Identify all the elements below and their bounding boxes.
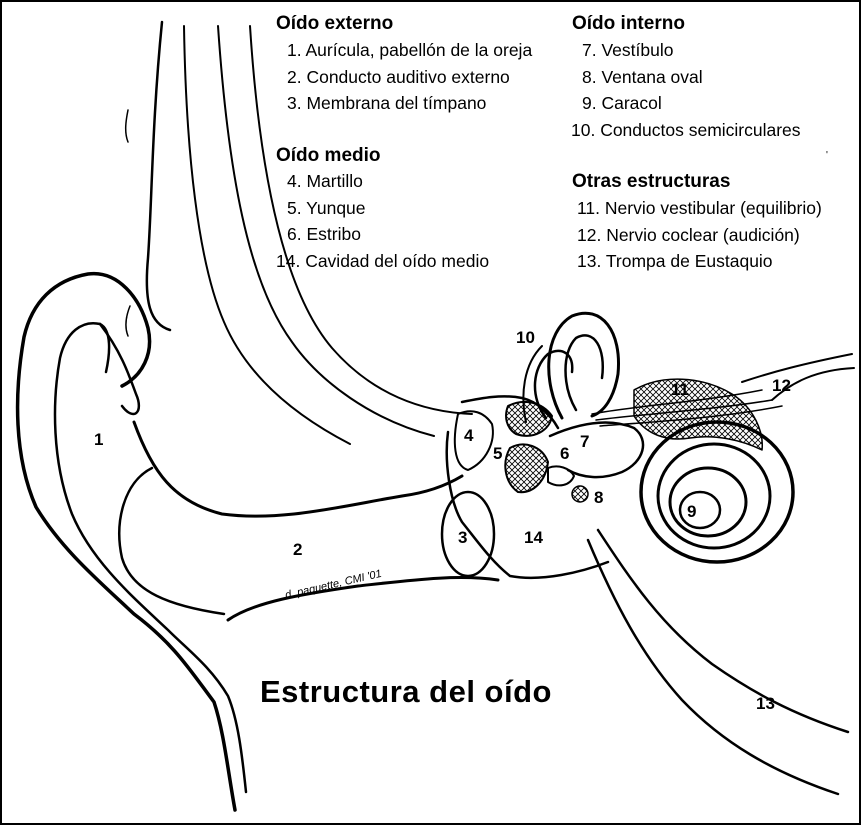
marker-5-incus: 5 (493, 444, 502, 464)
legend-heading-inner-ear: Oído interno (572, 12, 685, 36)
legend-item: 1. Aurícula, pabellón de la oreja (287, 37, 532, 64)
marker-6-stapes: 6 (560, 444, 569, 464)
marker-4-malleus: 4 (464, 426, 473, 446)
legend-item: 3. Membrana del tímpano (287, 90, 532, 117)
diagram-title: Estructura del oído (260, 674, 552, 710)
cochlear-nerve-outline (742, 354, 852, 382)
legend-item: 12. Nervio coclear (audición) (577, 222, 822, 249)
legend-heading-middle-ear: Oído medio (276, 144, 381, 168)
eustachian-tube-lower (588, 540, 838, 794)
legend-list-middle-ear: 4. Martillo 5. Yunque 6. Estribo 14. Cav… (287, 168, 489, 274)
cochlea-ring-4 (680, 492, 720, 528)
legend-heading-other: Otras estructuras (572, 170, 730, 194)
marker-10-semicircular-canals: 10 (516, 328, 535, 348)
legend-item: 7. Vestíbulo (582, 37, 801, 64)
legend-list-other: 11. Nervio vestibular (equilibrio) 12. N… (577, 195, 822, 275)
legend-item: 5. Yunque (287, 195, 489, 222)
head-outline-1 (147, 22, 170, 330)
legend-item: 2. Conducto auditivo externo (287, 64, 532, 91)
concha-outline (119, 468, 224, 614)
semicircular-canal-outer (549, 313, 619, 418)
legend-heading-outer-ear: Oído externo (276, 12, 393, 36)
legend-item: 11. Nervio vestibular (equilibrio) (577, 195, 822, 222)
stray-mark: ' (826, 150, 828, 161)
marker-3-eardrum: 3 (458, 528, 467, 548)
legend-item: 8. Ventana oval (582, 64, 801, 91)
auricle-inner-fold (55, 323, 246, 792)
stapes-shape (548, 466, 574, 485)
legend-item: 13. Trompa de Eustaquio (577, 248, 822, 275)
marker-11-vestibular-nerve: 11 (671, 380, 689, 400)
legend-item: 4. Martillo (287, 168, 489, 195)
marker-7-vestibule: 7 (580, 432, 589, 452)
incus-shape (505, 444, 548, 492)
marker-12-cochlear-nerve: 12 (772, 376, 791, 396)
marker-13-eustachian-tube: 13 (756, 694, 775, 714)
marker-14-middle-ear-cavity: 14 (524, 528, 543, 548)
malleus-outline (455, 411, 493, 470)
legend-list-inner-ear: 7. Vestíbulo 8. Ventana oval 9. Caracol … (582, 37, 801, 143)
legend-item: 9. Caracol (582, 90, 801, 117)
marker-2-ear-canal: 2 (293, 540, 302, 560)
marker-9-cochlea: 9 (687, 502, 696, 522)
legend-item: 14. Cavidad del oído medio (276, 248, 489, 275)
legend-item: 10. Conductos semicirculares (571, 117, 801, 144)
auricle-outline (18, 274, 235, 810)
legend-list-outer-ear: 1. Aurícula, pabellón de la oreja 2. Con… (287, 37, 532, 117)
eardrum-outline (442, 492, 494, 576)
oval-window-shape (572, 486, 588, 502)
marker-1-auricle: 1 (94, 430, 103, 450)
ear-canal-top (134, 422, 462, 516)
legend-item: 6. Estribo (287, 221, 489, 248)
marker-8-oval-window: 8 (594, 488, 603, 508)
